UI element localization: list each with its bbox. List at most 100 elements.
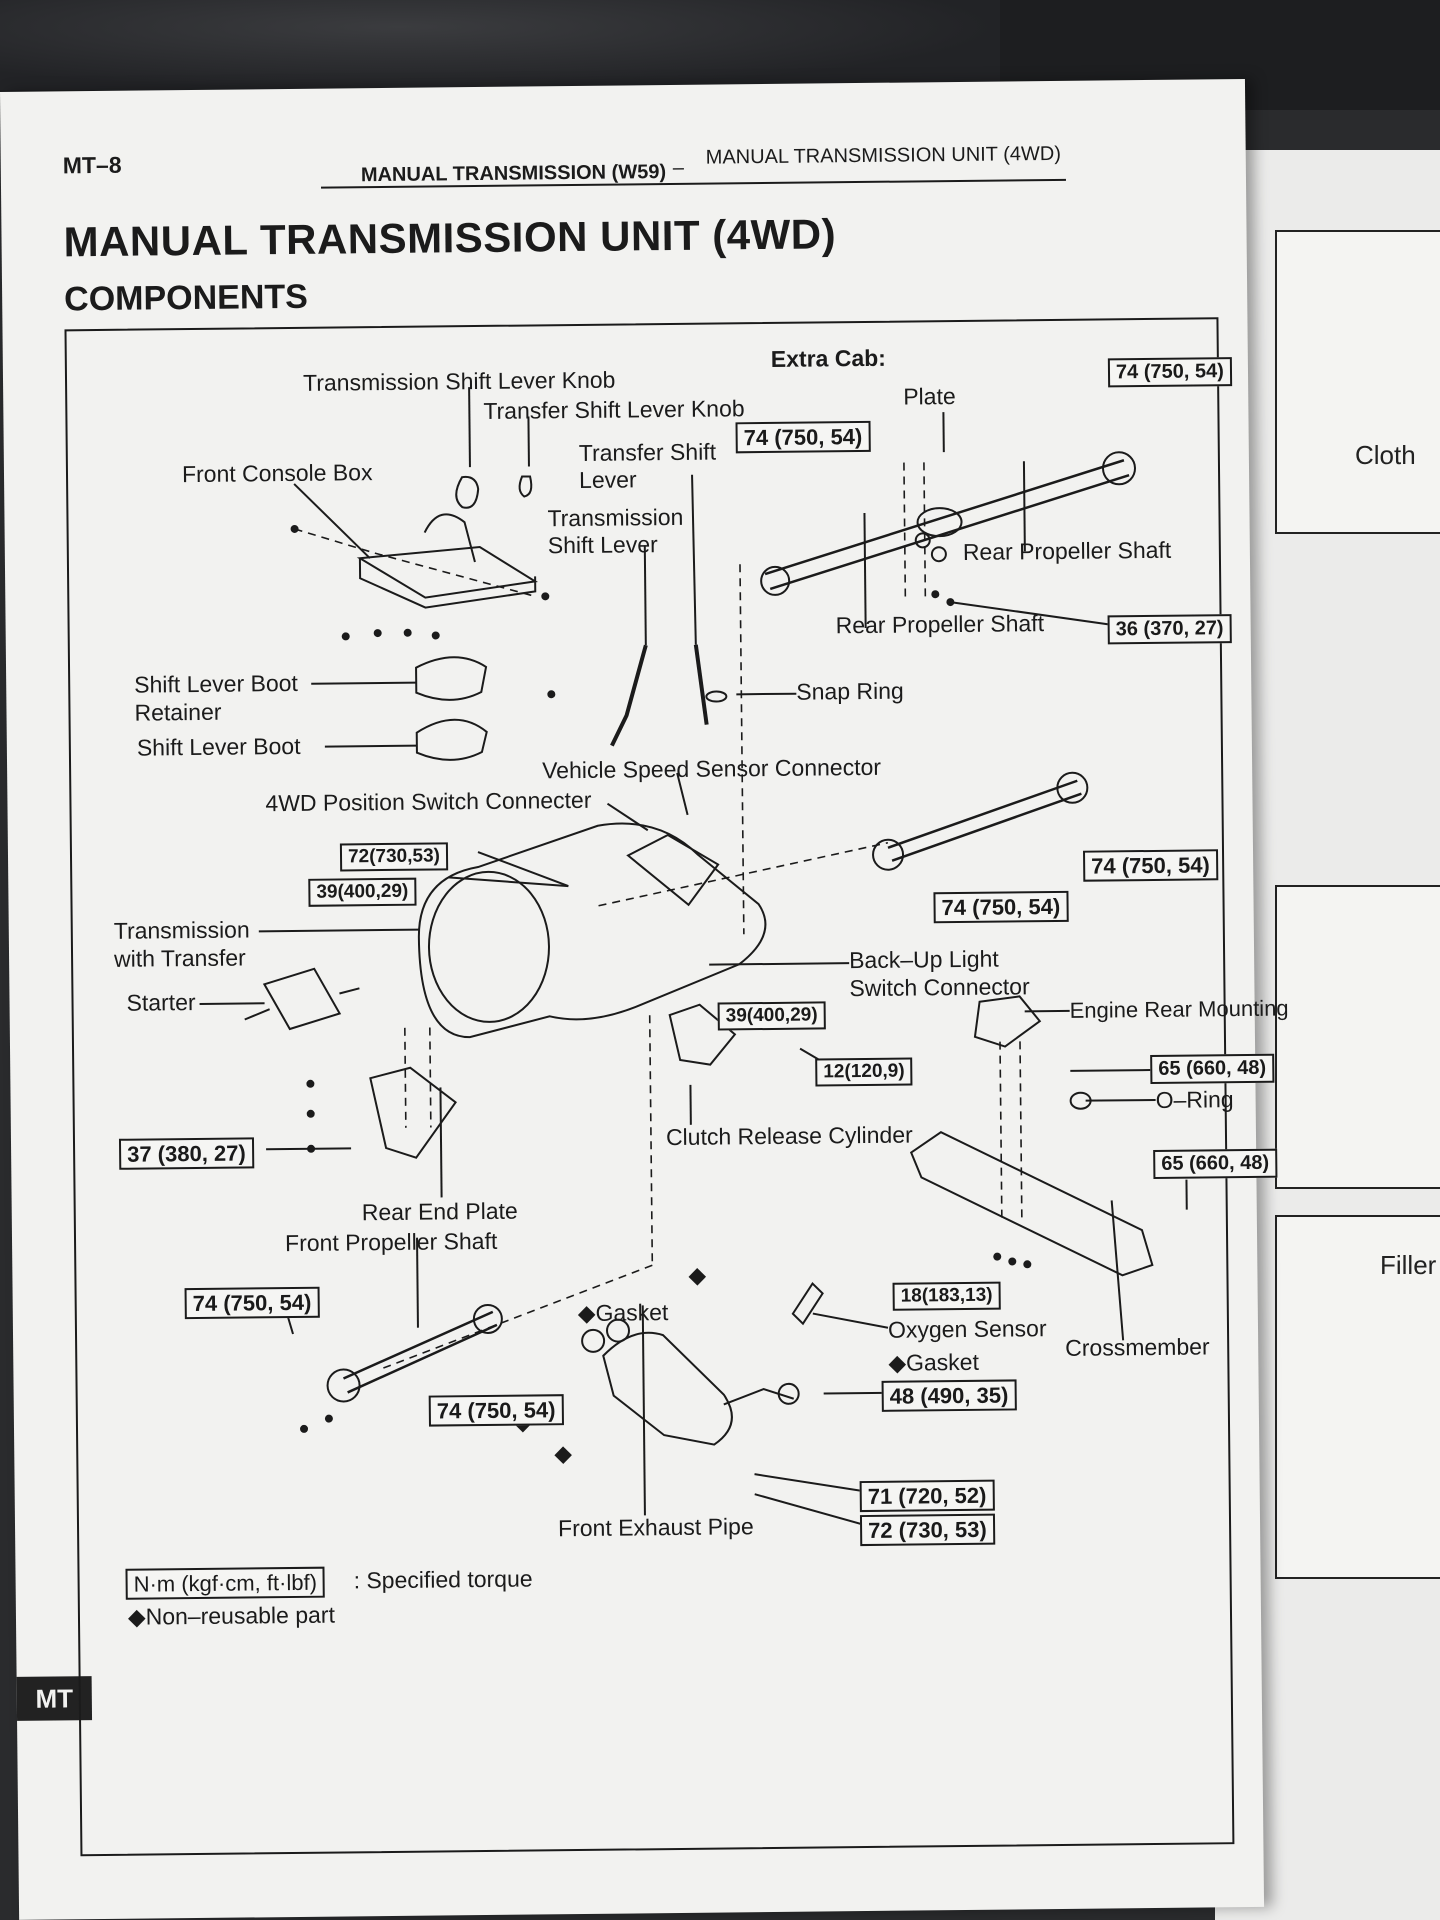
exploded-diagram bbox=[199, 387, 1188, 1529]
torque-36: 36 (370, 27) bbox=[1107, 614, 1232, 645]
boot-icon bbox=[415, 718, 488, 761]
leader-oxygen bbox=[812, 1312, 889, 1329]
label-trans-lever-2: Shift Lever bbox=[547, 531, 658, 559]
label-boot: Shift Lever Boot bbox=[136, 732, 301, 761]
leader-crossmember bbox=[1110, 1200, 1125, 1341]
leader-starter bbox=[199, 1002, 265, 1005]
fabric-background bbox=[0, 0, 1000, 90]
torque-65-lower: 65 (660, 48) bbox=[1153, 1148, 1278, 1179]
torque-71: 71 (720, 52) bbox=[859, 1479, 995, 1513]
label-rear-end-plate: Rear End Plate bbox=[361, 1197, 518, 1226]
label-transfer-lever-1: Transfer Shift bbox=[578, 438, 717, 466]
clutch-cylinder-icon bbox=[668, 1003, 737, 1066]
label-rear-prop-upper: Rear Propeller Shaft bbox=[962, 536, 1172, 565]
facing-panel-3 bbox=[1275, 1215, 1440, 1579]
torque-72-upper: 72(730,53) bbox=[339, 842, 449, 872]
torque-18: 18(183,13) bbox=[892, 1281, 1001, 1311]
label-gasket-upper: ◆Gasket bbox=[577, 1299, 669, 1327]
label-clutch-cyl: Clutch Release Cylinder bbox=[665, 1121, 913, 1151]
label-gasket-lower: ◆Gasket bbox=[888, 1348, 980, 1376]
starter-icon bbox=[244, 967, 360, 1031]
torque-65-upper: 65 (660, 48) bbox=[1150, 1053, 1275, 1085]
console-box-icon bbox=[356, 545, 539, 609]
leader-rear-prop-lower bbox=[863, 512, 867, 628]
label-pos-switch: 4WD Position Switch Connecter bbox=[265, 786, 592, 817]
torque-74-mid-right: 74 (750, 54) bbox=[1083, 849, 1218, 882]
front-propeller-shaft-icon bbox=[342, 1310, 498, 1394]
leader-rear-prop-upper bbox=[1022, 461, 1026, 552]
legend-specified-torque: : Specified torque bbox=[353, 1565, 533, 1594]
facing-panel-2 bbox=[1275, 885, 1440, 1189]
torque-39-lower: 39(400,29) bbox=[717, 1001, 826, 1031]
leader-console bbox=[293, 483, 371, 559]
torque-12: 12(120,9) bbox=[815, 1057, 913, 1087]
torque-37: 37 (380, 27) bbox=[118, 1137, 254, 1171]
shift-knob-icon bbox=[455, 475, 480, 509]
label-diamond-3: ◆ bbox=[688, 1261, 707, 1288]
label-o-ring: O–Ring bbox=[1155, 1086, 1234, 1113]
shift-lever-icon bbox=[610, 644, 648, 747]
transfer-knob-icon bbox=[518, 475, 533, 498]
torque-72-lower: 72 (730, 53) bbox=[859, 1513, 995, 1547]
label-snap-ring: Snap Ring bbox=[796, 677, 904, 705]
torque-74-front-left: 74 (750, 54) bbox=[184, 1286, 320, 1320]
label-starter: Starter bbox=[126, 989, 196, 1016]
label-front-exhaust: Front Exhaust Pipe bbox=[557, 1513, 754, 1542]
engine-mount-icon bbox=[973, 995, 1042, 1048]
label-transfer-lever-2: Lever bbox=[578, 466, 637, 493]
leader-snap-ring bbox=[736, 692, 797, 696]
leader-transfer-lever bbox=[691, 474, 697, 645]
label-rear-prop-lower: Rear Propeller Shaft bbox=[835, 610, 1045, 639]
rear-end-plate-icon bbox=[369, 1066, 457, 1159]
facing-label-cloth: Cloth bbox=[1355, 440, 1416, 470]
leader-boot-retainer bbox=[311, 681, 417, 685]
crossmember-icon bbox=[909, 1131, 1154, 1277]
label-speed-sensor: Vehicle Speed Sensor Connector bbox=[541, 753, 882, 784]
label-trans-lever-1: Transmission bbox=[547, 503, 684, 532]
leader-speed-sensor bbox=[676, 772, 689, 816]
facing-page: Cloth Filler bbox=[1215, 150, 1440, 1920]
leader-knob bbox=[468, 387, 471, 468]
leader-backup bbox=[709, 962, 850, 966]
legend-units-box: N·m (kgf·cm, ft·lbf) bbox=[125, 1566, 326, 1601]
torque-48: 48 (490, 35) bbox=[881, 1379, 1017, 1413]
torque-74-top-right: 74 (750, 54) bbox=[1107, 357, 1233, 388]
facing-panel-1 bbox=[1275, 230, 1440, 534]
label-backup-1: Back–Up Light bbox=[849, 945, 999, 974]
leader-o-ring bbox=[1085, 1098, 1156, 1102]
torque-74-mid: 74 (750, 54) bbox=[933, 890, 1069, 924]
leader-transmission bbox=[258, 928, 419, 933]
rear-propeller-shaft-upper-icon bbox=[764, 459, 1130, 591]
label-plate: Plate bbox=[903, 383, 956, 410]
leader-rear-end-plate bbox=[439, 1087, 443, 1198]
label-transmission-1: Transmission bbox=[113, 916, 250, 944]
label-trans-knob: Transmission Shift Lever Knob bbox=[302, 366, 616, 396]
label-crossmember: Crossmember bbox=[1065, 1333, 1210, 1361]
snap-ring-icon bbox=[705, 690, 728, 703]
leader-transfer-knob bbox=[527, 416, 530, 467]
label-oxygen-sensor: Oxygen Sensor bbox=[887, 1315, 1047, 1343]
leader-front-exhaust bbox=[641, 1305, 646, 1516]
legend-non-reusable: ◆Non–reusable part bbox=[127, 1601, 336, 1630]
label-boot-retainer-1: Shift Lever Boot bbox=[134, 669, 298, 698]
oxygen-sensor-icon bbox=[791, 1281, 824, 1326]
label-diamond-2: ◆ bbox=[554, 1440, 573, 1467]
torque-74-extra-cab: 74 (750, 54) bbox=[735, 420, 871, 454]
manual-page: MT–8 MANUAL TRANSMISSION (W59) – MANUAL … bbox=[0, 78, 1289, 1920]
leader-boot bbox=[324, 744, 417, 748]
rear-propeller-shaft-mid-icon bbox=[887, 779, 1082, 862]
leader-t36 bbox=[950, 601, 1116, 627]
label-transmission-2: with Transfer bbox=[113, 944, 246, 972]
label-front-prop: Front Propeller Shaft bbox=[284, 1227, 498, 1257]
facing-label-filler: Filler bbox=[1380, 1250, 1437, 1280]
leader-front-prop bbox=[416, 1237, 419, 1328]
leader-trans-lever bbox=[643, 545, 647, 646]
transfer-lever-icon bbox=[693, 644, 709, 725]
label-front-console: Front Console Box bbox=[181, 459, 373, 488]
gasket-icon bbox=[581, 1328, 606, 1353]
leader-pos-switch bbox=[606, 802, 649, 832]
transmission-icon bbox=[417, 822, 767, 1039]
torque-74-front-bottom: 74 (750, 54) bbox=[428, 1394, 564, 1427]
label-transfer-knob: Transfer Shift Lever Knob bbox=[483, 395, 745, 424]
label-boot-retainer-2: Retainer bbox=[134, 698, 222, 726]
